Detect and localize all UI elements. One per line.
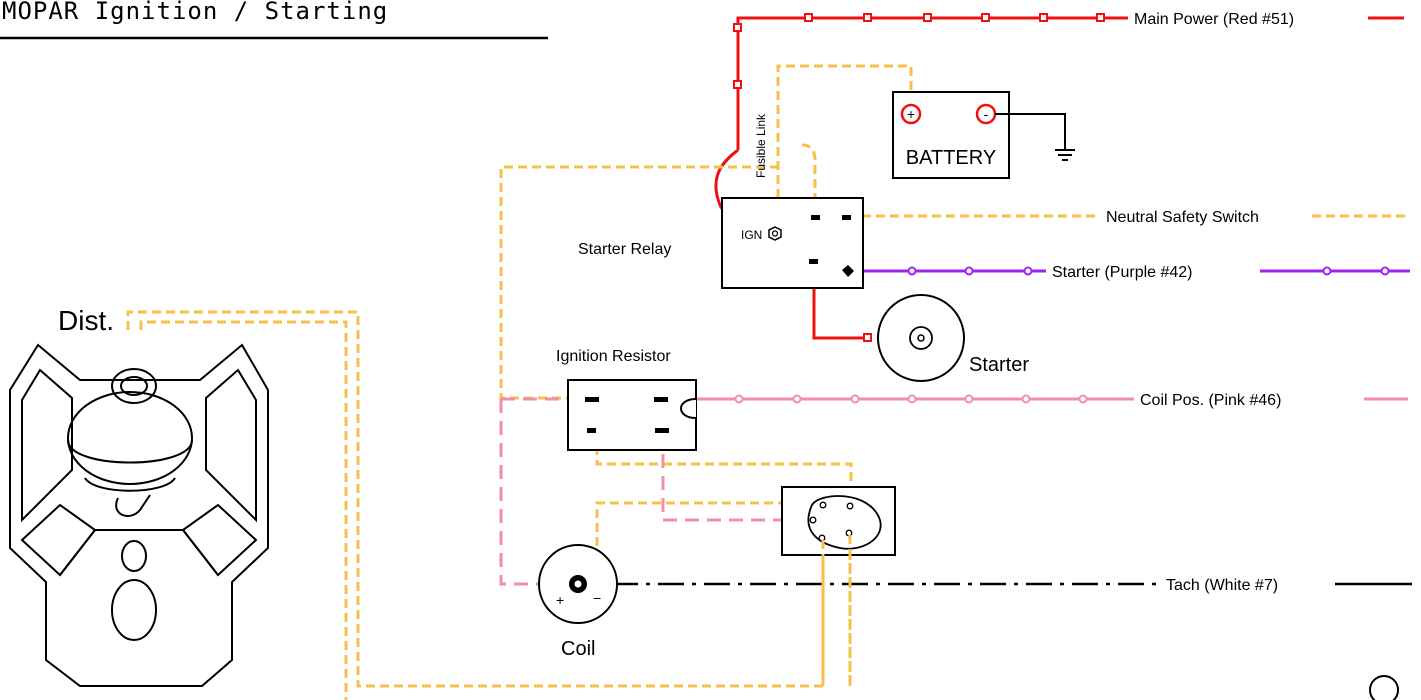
starter-relay-label: Starter Relay: [578, 241, 671, 258]
battery-neg-label: -: [984, 106, 989, 122]
ground-icon: [1055, 149, 1075, 161]
coil-pos-wire-nodes: [734, 394, 1088, 404]
ignition-switch-icon: [781, 486, 896, 556]
starter-relay: [721, 197, 864, 289]
coil-pos-wire: [499, 397, 1408, 586]
coil-pos-label: Coil Pos. (Pink #46): [1140, 392, 1281, 409]
coil-label: Coil: [561, 638, 595, 660]
starter-label: Starter: [969, 354, 1029, 376]
dist-label: Dist.: [58, 305, 114, 336]
battery-icon: [892, 91, 1075, 179]
coil-pos-terminal: +: [556, 592, 564, 608]
ignition-resistor-label: Ignition Resistor: [556, 348, 671, 365]
neutral-safety-label: Neutral Safety Switch: [1106, 209, 1259, 226]
battery-pos-label: +: [907, 106, 915, 122]
yellow-wires: [126, 64, 1408, 700]
starter-wire-label: Starter (Purple #42): [1052, 264, 1193, 281]
corner-marker: [1369, 675, 1399, 700]
diagram-title: MOPAR Ignition / Starting: [2, 0, 388, 25]
ign-terminal-icon: [768, 226, 782, 241]
fusible-link-label: Fusible Link: [754, 113, 768, 178]
starter-wire-nodes: [907, 266, 1390, 276]
coil-neg-terminal: −: [593, 590, 601, 606]
main-power-wire-nodes: [733, 13, 1105, 342]
coil-icon: [538, 544, 618, 624]
battery-label: BATTERY: [906, 147, 996, 169]
tach-label: Tach (White #7): [1166, 577, 1278, 594]
main-power-label: Main Power (Red #51): [1134, 11, 1294, 28]
ignition-resistor: [567, 379, 697, 451]
starter-motor-icon: [877, 294, 965, 382]
ignition-switch-leads: [821, 535, 852, 686]
distributor-icon: [9, 343, 269, 687]
ign-label: IGN: [741, 228, 762, 242]
